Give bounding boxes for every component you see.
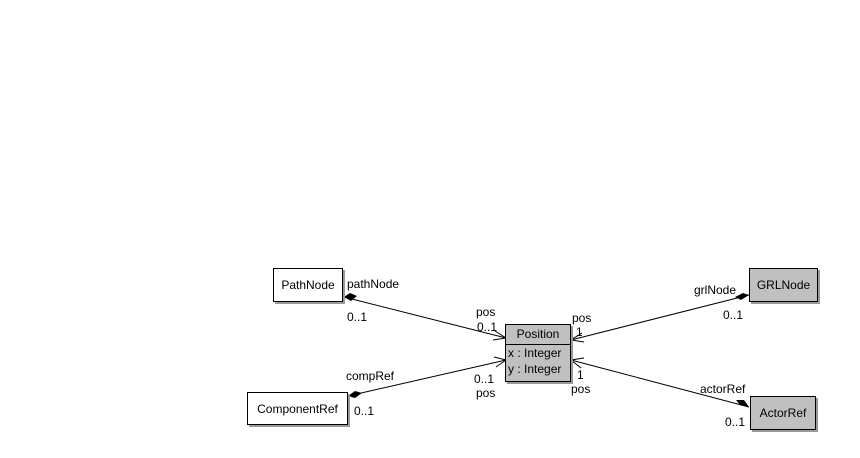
class-actorref[interactable]: ActorRef <box>750 396 816 430</box>
multiplicity-componentref: 0..1 <box>354 404 375 418</box>
target-multiplicity-componentref: 0..1 <box>474 372 495 386</box>
target-role-actorref: pos <box>571 382 591 396</box>
target-role-componentref: pos <box>476 386 496 400</box>
association-actorref-position[interactable] <box>569 357 750 408</box>
multiplicity-actorref: 0..1 <box>725 415 746 429</box>
composition-diamond <box>736 400 749 407</box>
class-name: ActorRef <box>759 406 807 420</box>
target-multiplicity-actorref: 1 <box>577 368 584 382</box>
composition-diamond <box>344 293 357 301</box>
class-componentref[interactable]: ComponentRef <box>247 392 348 425</box>
navigation-arrowhead <box>569 332 585 343</box>
attribute-y: y : Integer <box>508 362 562 376</box>
association-grlnode-position[interactable] <box>569 293 750 343</box>
class-pathnode[interactable]: PathNode <box>273 268 343 302</box>
multiplicity-grlnode: 0..1 <box>723 308 744 322</box>
class-name: GRLNode <box>756 278 811 292</box>
class-grlnode[interactable]: GRLNode <box>749 268 818 302</box>
composition-diamond <box>348 391 362 398</box>
class-name: Position <box>506 325 570 345</box>
role-label-pathnode: pathNode <box>347 277 400 291</box>
role-label-grlnode: grlNode <box>694 283 737 297</box>
navigation-arrowhead <box>569 357 585 369</box>
target-multiplicity-grlnode: 1 <box>576 325 583 339</box>
target-multiplicity-pathnode: 0..1 <box>477 320 498 334</box>
role-label-componentref: compRef <box>346 369 395 383</box>
class-position[interactable]: Position x : Integer y : Integer <box>505 324 571 382</box>
attribute-x: x : Integer <box>508 346 562 360</box>
multiplicity-pathnode: 0..1 <box>347 310 368 324</box>
role-label-actorref: actorRef <box>700 382 746 396</box>
target-role-grlnode: pos <box>572 311 592 325</box>
class-name: ComponentRef <box>257 401 338 416</box>
composition-diamond <box>735 293 749 300</box>
class-name: PathNode <box>281 278 335 292</box>
target-role-pathnode: pos <box>476 305 496 319</box>
